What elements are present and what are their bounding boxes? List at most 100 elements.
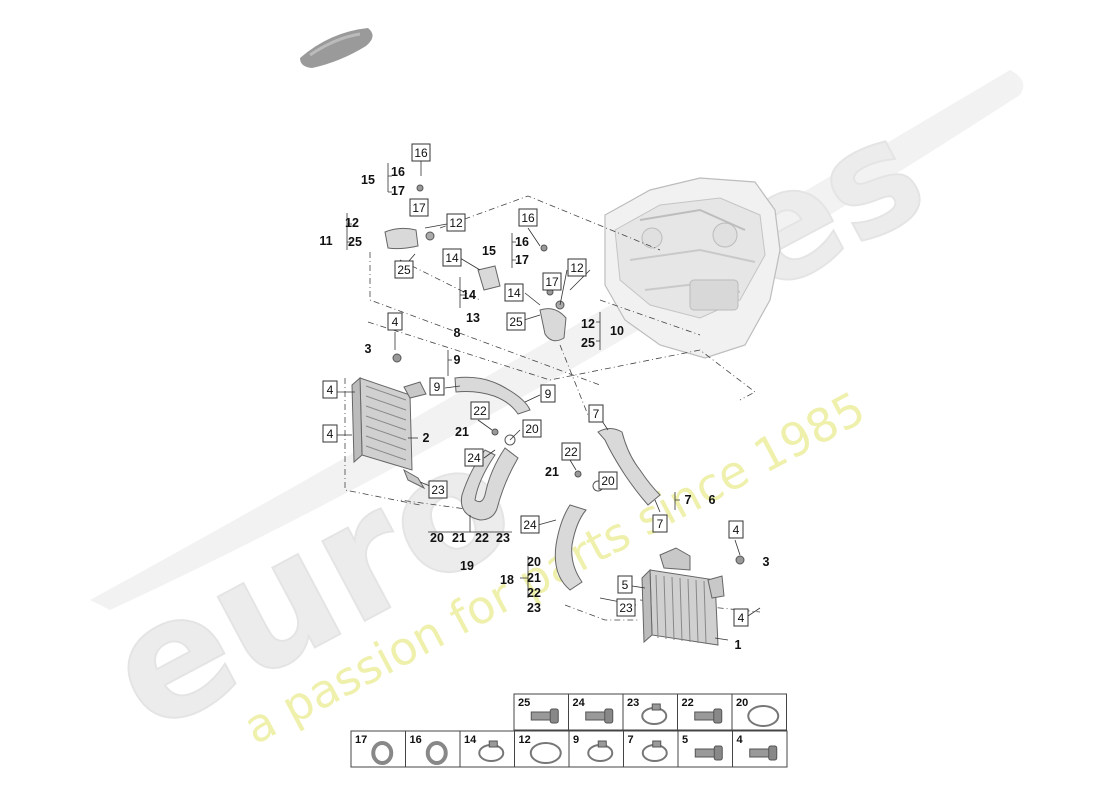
- intercooler-right: [641, 547, 745, 646]
- callout-label: 15: [482, 244, 496, 258]
- legend-part-number: 9: [573, 734, 579, 746]
- callout-c4b: 4: [322, 380, 338, 399]
- callout-box: [733, 608, 749, 627]
- legend-part-number: 24: [573, 697, 586, 709]
- callout-label: 10: [610, 324, 624, 338]
- legend-part-number: 20: [736, 697, 748, 709]
- callout-label: 17: [412, 201, 426, 215]
- callout-c3a: 3: [365, 342, 372, 356]
- legend-part-number: 22: [682, 697, 694, 709]
- callout-label: 22: [564, 445, 578, 459]
- callout-c23c: 23: [527, 601, 541, 615]
- legend-part-number: 14: [464, 734, 477, 746]
- callout-label: 24: [467, 451, 481, 465]
- legend-bottom-cell: 9: [568, 730, 624, 768]
- callout-c12a: 12: [345, 216, 359, 230]
- callout-label: 20: [601, 474, 615, 488]
- legend-bottom-cell: 4: [732, 730, 788, 768]
- hose-clamp-icon: [478, 740, 505, 762]
- callout-c4c: 4: [322, 424, 338, 443]
- callout-label: 9: [454, 353, 461, 367]
- callout-box: [542, 272, 562, 291]
- legend-bottom-cell: 14: [459, 730, 515, 768]
- callout-c21a: 21: [455, 425, 469, 439]
- callout-c22d: 22: [527, 586, 541, 600]
- bolt-icon: [749, 745, 778, 761]
- legend-top-cell: 24: [568, 693, 624, 731]
- callout-box: [540, 384, 556, 403]
- callout-label: 24: [523, 518, 537, 532]
- callout-c8: 8: [454, 326, 461, 340]
- callout-label: 21: [455, 425, 469, 439]
- callout-c3b: 3: [763, 555, 770, 569]
- callout-c20a: 20: [522, 419, 542, 438]
- callout-label: 8: [454, 326, 461, 340]
- legend-bottom-cell: 12: [514, 730, 570, 768]
- callout-c23b: 23: [496, 531, 510, 545]
- callout-label: 16: [521, 211, 535, 225]
- callout-label: 22: [527, 586, 541, 600]
- callout-label: 23: [431, 483, 445, 497]
- callout-c9b: 9: [429, 377, 445, 396]
- callout-label: 2: [423, 431, 430, 445]
- callout-c12d: 12: [581, 317, 595, 331]
- callout-c14c: 14: [504, 283, 524, 302]
- callout-label: 25: [581, 336, 595, 350]
- bolt-icon: [694, 708, 723, 724]
- callout-c23d: 23: [616, 598, 636, 617]
- callout-box: [506, 312, 526, 331]
- callout-c24b: 24: [520, 515, 540, 534]
- callout-c16d: 16: [515, 235, 529, 249]
- seal-ring-icon: [529, 742, 562, 764]
- callout-label: 15: [361, 173, 375, 187]
- callout-c20b: 20: [598, 471, 618, 490]
- callout-c7a: 7: [588, 404, 604, 423]
- callout-c25c: 25: [506, 312, 526, 331]
- callout-c17d: 17: [542, 272, 562, 291]
- car-silhouette-icon: [300, 28, 373, 68]
- callout-label: 14: [462, 288, 476, 302]
- callout-label: 21: [545, 465, 559, 479]
- legend-top-cell: 25: [513, 693, 569, 731]
- callout-c12b: 12: [446, 213, 466, 232]
- callout-c25a: 25: [348, 235, 362, 249]
- callout-box: [518, 208, 538, 227]
- callout-box: [588, 404, 604, 423]
- callout-label: 16: [391, 165, 405, 179]
- callout-c17a: 17: [391, 184, 405, 198]
- callout-label: 16: [515, 235, 529, 249]
- callout-c18: 18: [500, 573, 514, 587]
- legend-bottom-cell: 17: [350, 730, 406, 768]
- callout-label: 13: [466, 311, 480, 325]
- callout-c2: 2: [423, 431, 430, 445]
- callout-label: 25: [348, 235, 362, 249]
- callout-box: [520, 515, 540, 534]
- callout-label: 21: [527, 571, 541, 585]
- callout-c15a: 15: [361, 173, 375, 187]
- callout-label: 7: [685, 493, 692, 507]
- o-ring-icon: [371, 741, 394, 765]
- callout-c17b: 17: [409, 198, 429, 217]
- legend-part-number: 25: [518, 697, 530, 709]
- callout-c16a: 16: [411, 143, 431, 162]
- callout-c13: 13: [466, 311, 480, 325]
- callout-c7b: 7: [685, 493, 692, 507]
- callout-c9c: 9: [540, 384, 556, 403]
- callout-c16b: 16: [391, 165, 405, 179]
- callout-label: 4: [327, 427, 334, 441]
- callout-c22a: 22: [470, 401, 490, 420]
- callout-label: 4: [392, 315, 399, 329]
- bolt-icon: [585, 708, 614, 724]
- callout-label: 25: [397, 263, 411, 277]
- callout-label: 23: [619, 601, 633, 615]
- callout-label: 12: [345, 216, 359, 230]
- callout-box: [409, 198, 429, 217]
- callout-c21b: 21: [545, 465, 559, 479]
- legend-top-cell: 23: [622, 693, 678, 731]
- callout-label: 11: [319, 234, 332, 248]
- callout-box: [446, 213, 466, 232]
- hose-clamp-icon: [587, 740, 614, 762]
